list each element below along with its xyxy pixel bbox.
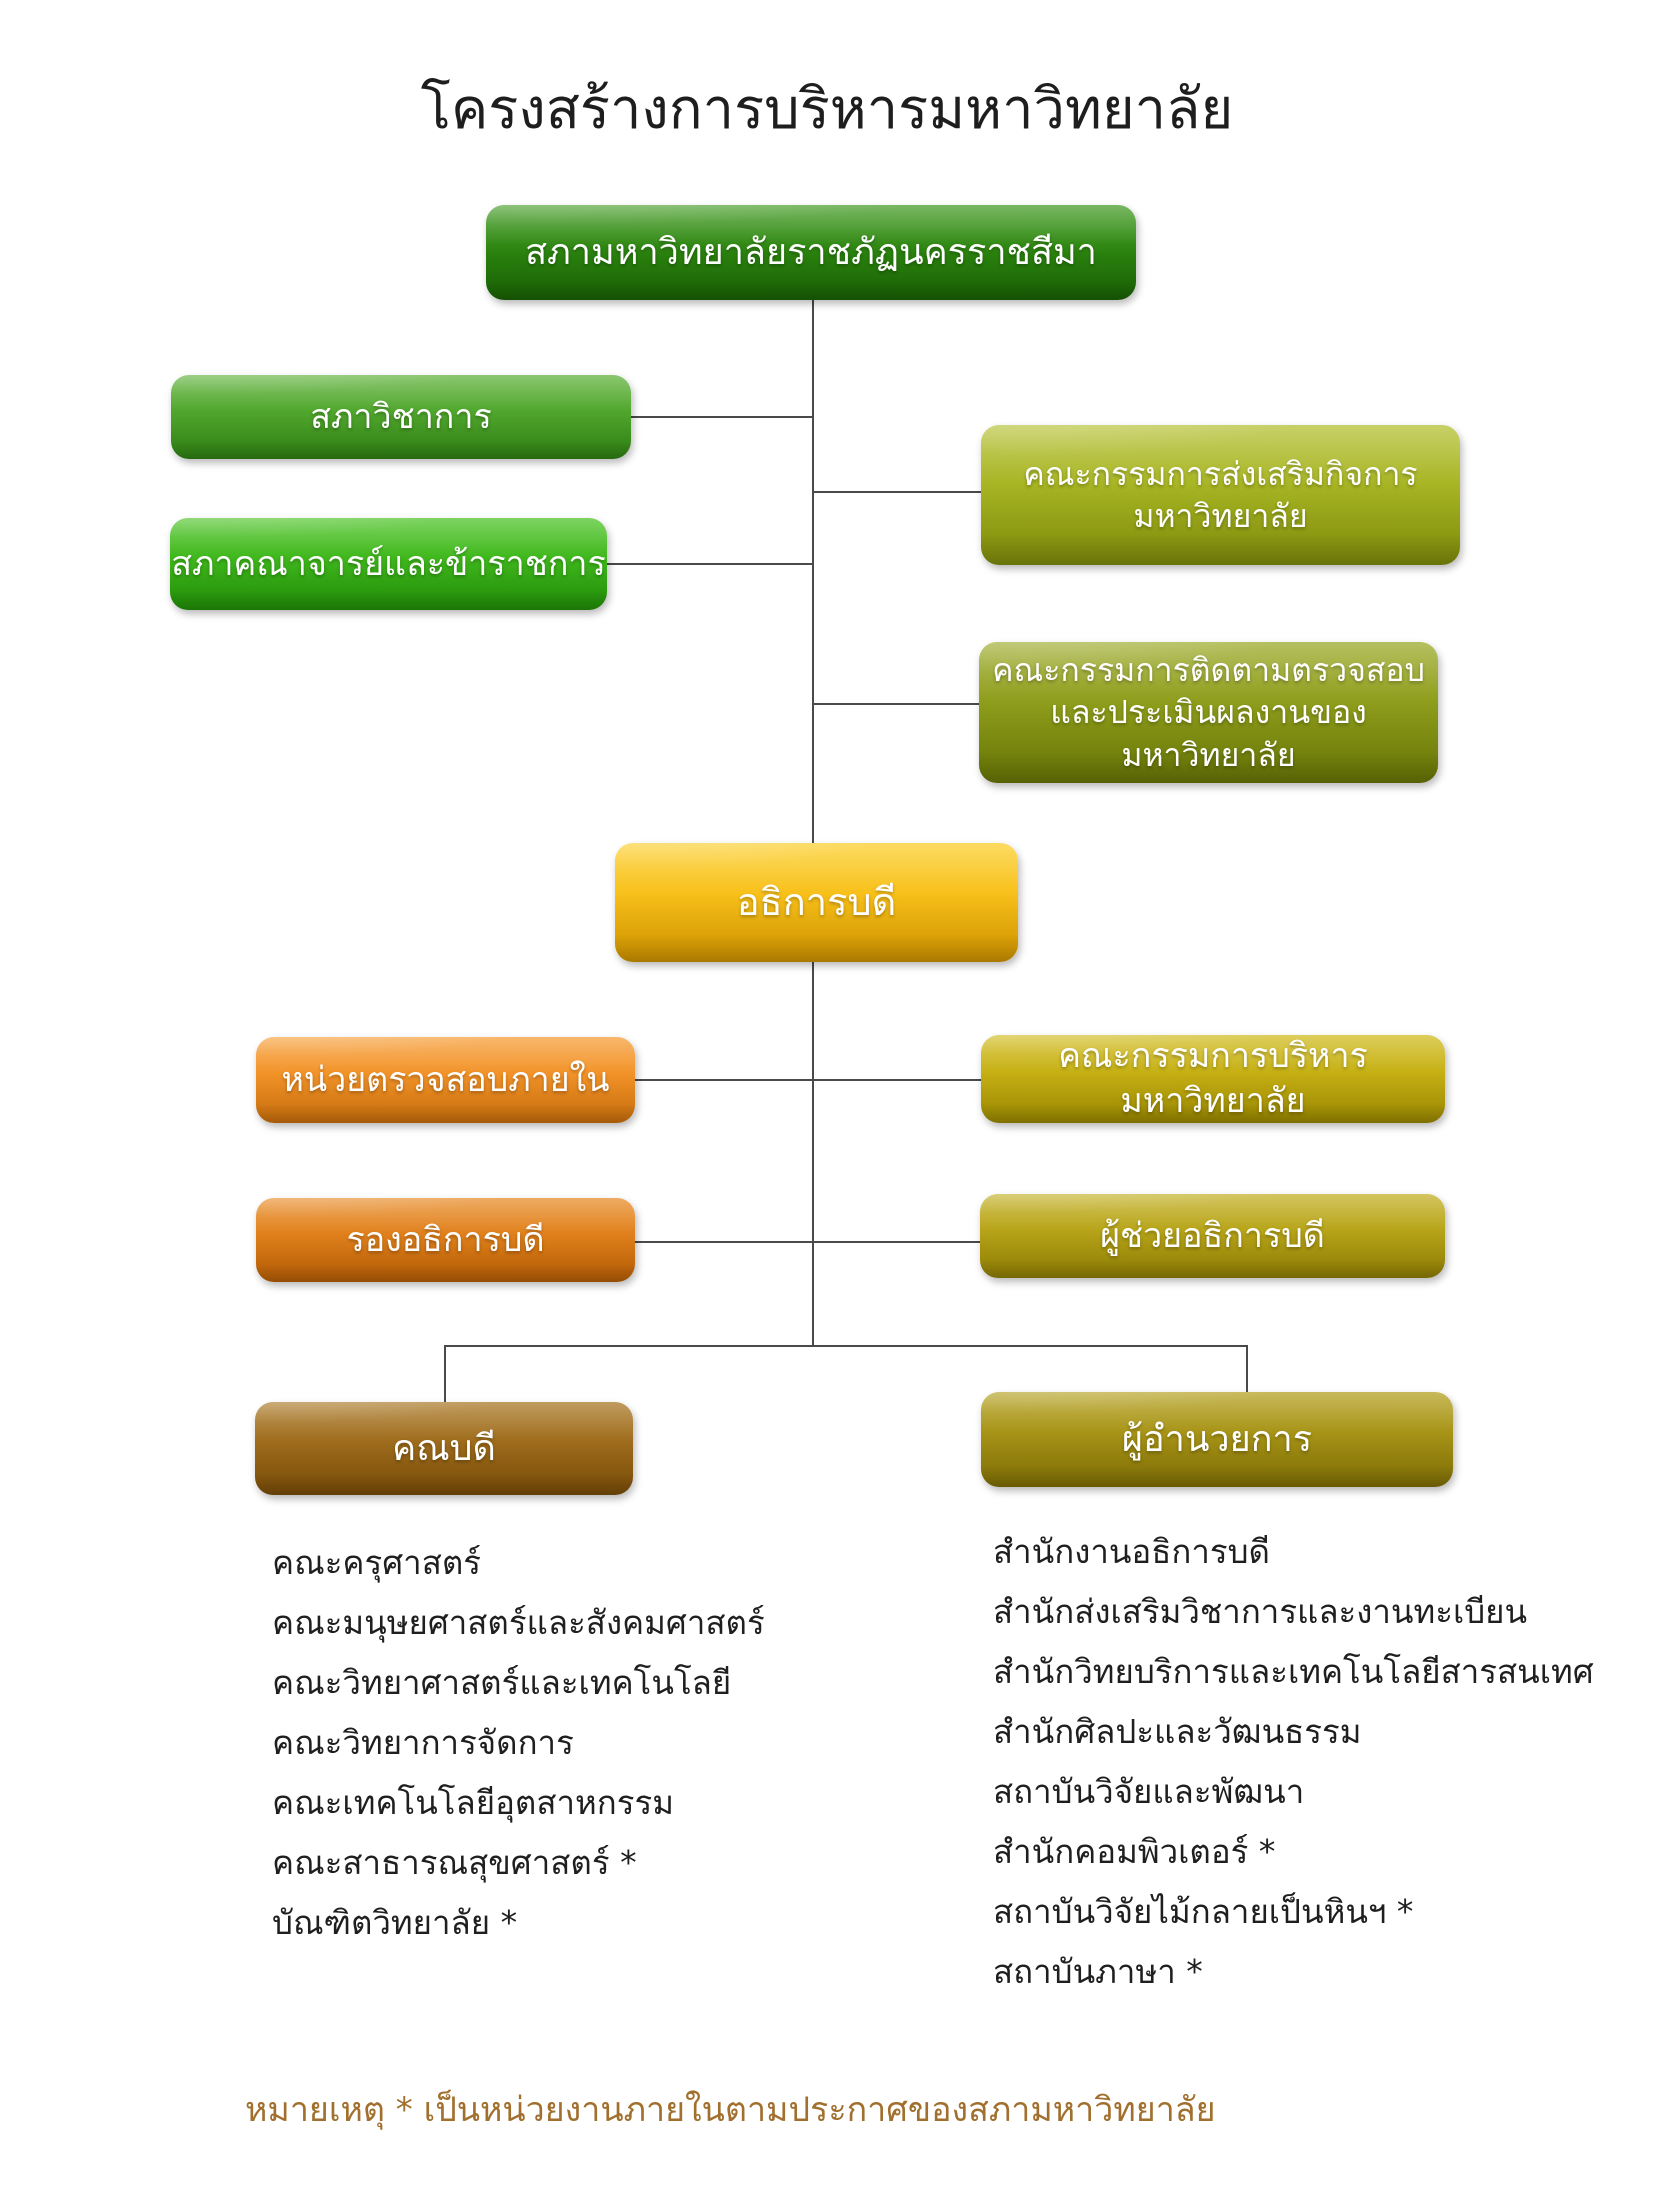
connector-admin-committee	[813, 1079, 981, 1081]
node-assistant-presidents: ผู้ช่วยอธิการบดี	[980, 1194, 1445, 1278]
node-label: อธิการบดี	[736, 880, 897, 925]
node-label: รองอธิการบดี	[346, 1219, 545, 1260]
node-vice-presidents: รองอธิการบดี	[256, 1198, 635, 1282]
node-label: คณะกรรมการบริหารมหาวิทยาลัย	[1058, 1036, 1368, 1121]
connector-promotion-committee	[813, 491, 981, 493]
list-item: สถาบันวิจัยและพัฒนา	[993, 1772, 1305, 1811]
node-label-line1: คณะกรรมการติดตามตรวจสอบ	[992, 651, 1425, 690]
node-internal-audit-unit: หน่วยตรวจสอบภายใน	[256, 1037, 635, 1123]
list-item: สถาบันวิจัยไม้กลายเป็นหินฯ *	[993, 1892, 1414, 1931]
list-item: คณะสาธารณสุขศาสตร์ *	[272, 1843, 637, 1882]
connector-deans-stub	[444, 1345, 446, 1403]
connector-assistant-presidents	[813, 1241, 980, 1243]
node-university-promotion-committee: คณะกรรมการส่งเสริมกิจการ มหาวิทยาลัย	[981, 425, 1460, 565]
footnote: หมายเหตุ * เป็นหน่วยงานภายในตามประกาศของ…	[245, 2090, 1216, 2130]
node-label-line1: คณะกรรมการส่งเสริมกิจการ	[1023, 454, 1418, 493]
node-label: สภามหาวิทยาลัยราชภัฏนครราชสีมา	[525, 231, 1097, 273]
list-item: สำนักวิทยบริการและเทคโนโลยีสารสนเทศ	[993, 1652, 1594, 1691]
node-directors: ผู้อำนวยการ	[981, 1392, 1453, 1487]
node-faculty-staff-senate: สภาคณาจารย์และข้าราชการ	[170, 518, 607, 610]
node-label: ผู้ช่วยอธิการบดี	[1100, 1215, 1325, 1256]
node-academic-council: สภาวิชาการ	[171, 375, 631, 459]
node-university-admin-committee: คณะกรรมการบริหารมหาวิทยาลัย	[981, 1035, 1445, 1123]
connector-internal-audit	[635, 1079, 813, 1081]
node-label: ผู้อำนวยการ	[1121, 1418, 1313, 1460]
list-item: สำนักศิลปะและวัฒนธรรม	[993, 1712, 1362, 1751]
connector-directors-stub	[1246, 1345, 1248, 1393]
list-item: สำนักคอมพิวเตอร์ *	[993, 1832, 1276, 1871]
connector-vice-presidents	[635, 1241, 813, 1243]
connector-branch	[444, 1345, 1248, 1347]
list-item: สำนักส่งเสริมวิชาการและงานทะเบียน	[993, 1592, 1528, 1631]
node-university-council: สภามหาวิทยาลัยราชภัฏนครราชสีมา	[486, 205, 1136, 300]
list-item: คณะเทคโนโลยีอุตสาหกรรม	[272, 1783, 674, 1822]
connector-academic-council	[629, 416, 813, 418]
connector-monitoring-committee	[813, 703, 979, 705]
list-item: คณะวิทยาศาสตร์และเทคโนโลยี	[272, 1663, 732, 1702]
list-item: คณะวิทยาการจัดการ	[272, 1723, 574, 1762]
node-label-line2: และประเมินผลงานของมหาวิทยาลัย	[1050, 693, 1367, 774]
node-monitoring-evaluation-committee: คณะกรรมการติดตามตรวจสอบ และประเมินผลงานข…	[979, 642, 1438, 783]
list-item: บัณฑิตวิทยาลัย *	[272, 1903, 518, 1942]
connector-trunk	[812, 298, 814, 1347]
node-label-line2: มหาวิทยาลัย	[1133, 497, 1308, 535]
node-label: สภาวิชาการ	[310, 396, 492, 437]
node-president: อธิการบดี	[615, 843, 1018, 962]
node-deans: คณบดี	[255, 1402, 633, 1495]
node-label: หน่วยตรวจสอบภายใน	[281, 1059, 610, 1100]
offices-list: สำนักงานอธิการบดีสำนักส่งเสริมวิชาการและ…	[993, 1522, 1594, 2002]
node-label: สภาคณาจารย์และข้าราชการ	[171, 543, 606, 584]
node-label: คณบดี	[392, 1427, 496, 1469]
list-item: คณะครุศาสตร์	[272, 1543, 481, 1582]
list-item: คณะมนุษยศาสตร์และสังคมศาสตร์	[272, 1603, 765, 1642]
list-item: สำนักงานอธิการบดี	[993, 1532, 1270, 1571]
list-item: สถาบันภาษา *	[993, 1952, 1203, 1991]
page-title: โครงสร้างการบริหารมหาวิทยาลัย	[420, 77, 1234, 142]
faculties-list: คณะครุศาสตร์คณะมนุษยศาสตร์และสังคมศาสตร์…	[272, 1533, 765, 1953]
connector-faculty-senate	[605, 563, 813, 565]
